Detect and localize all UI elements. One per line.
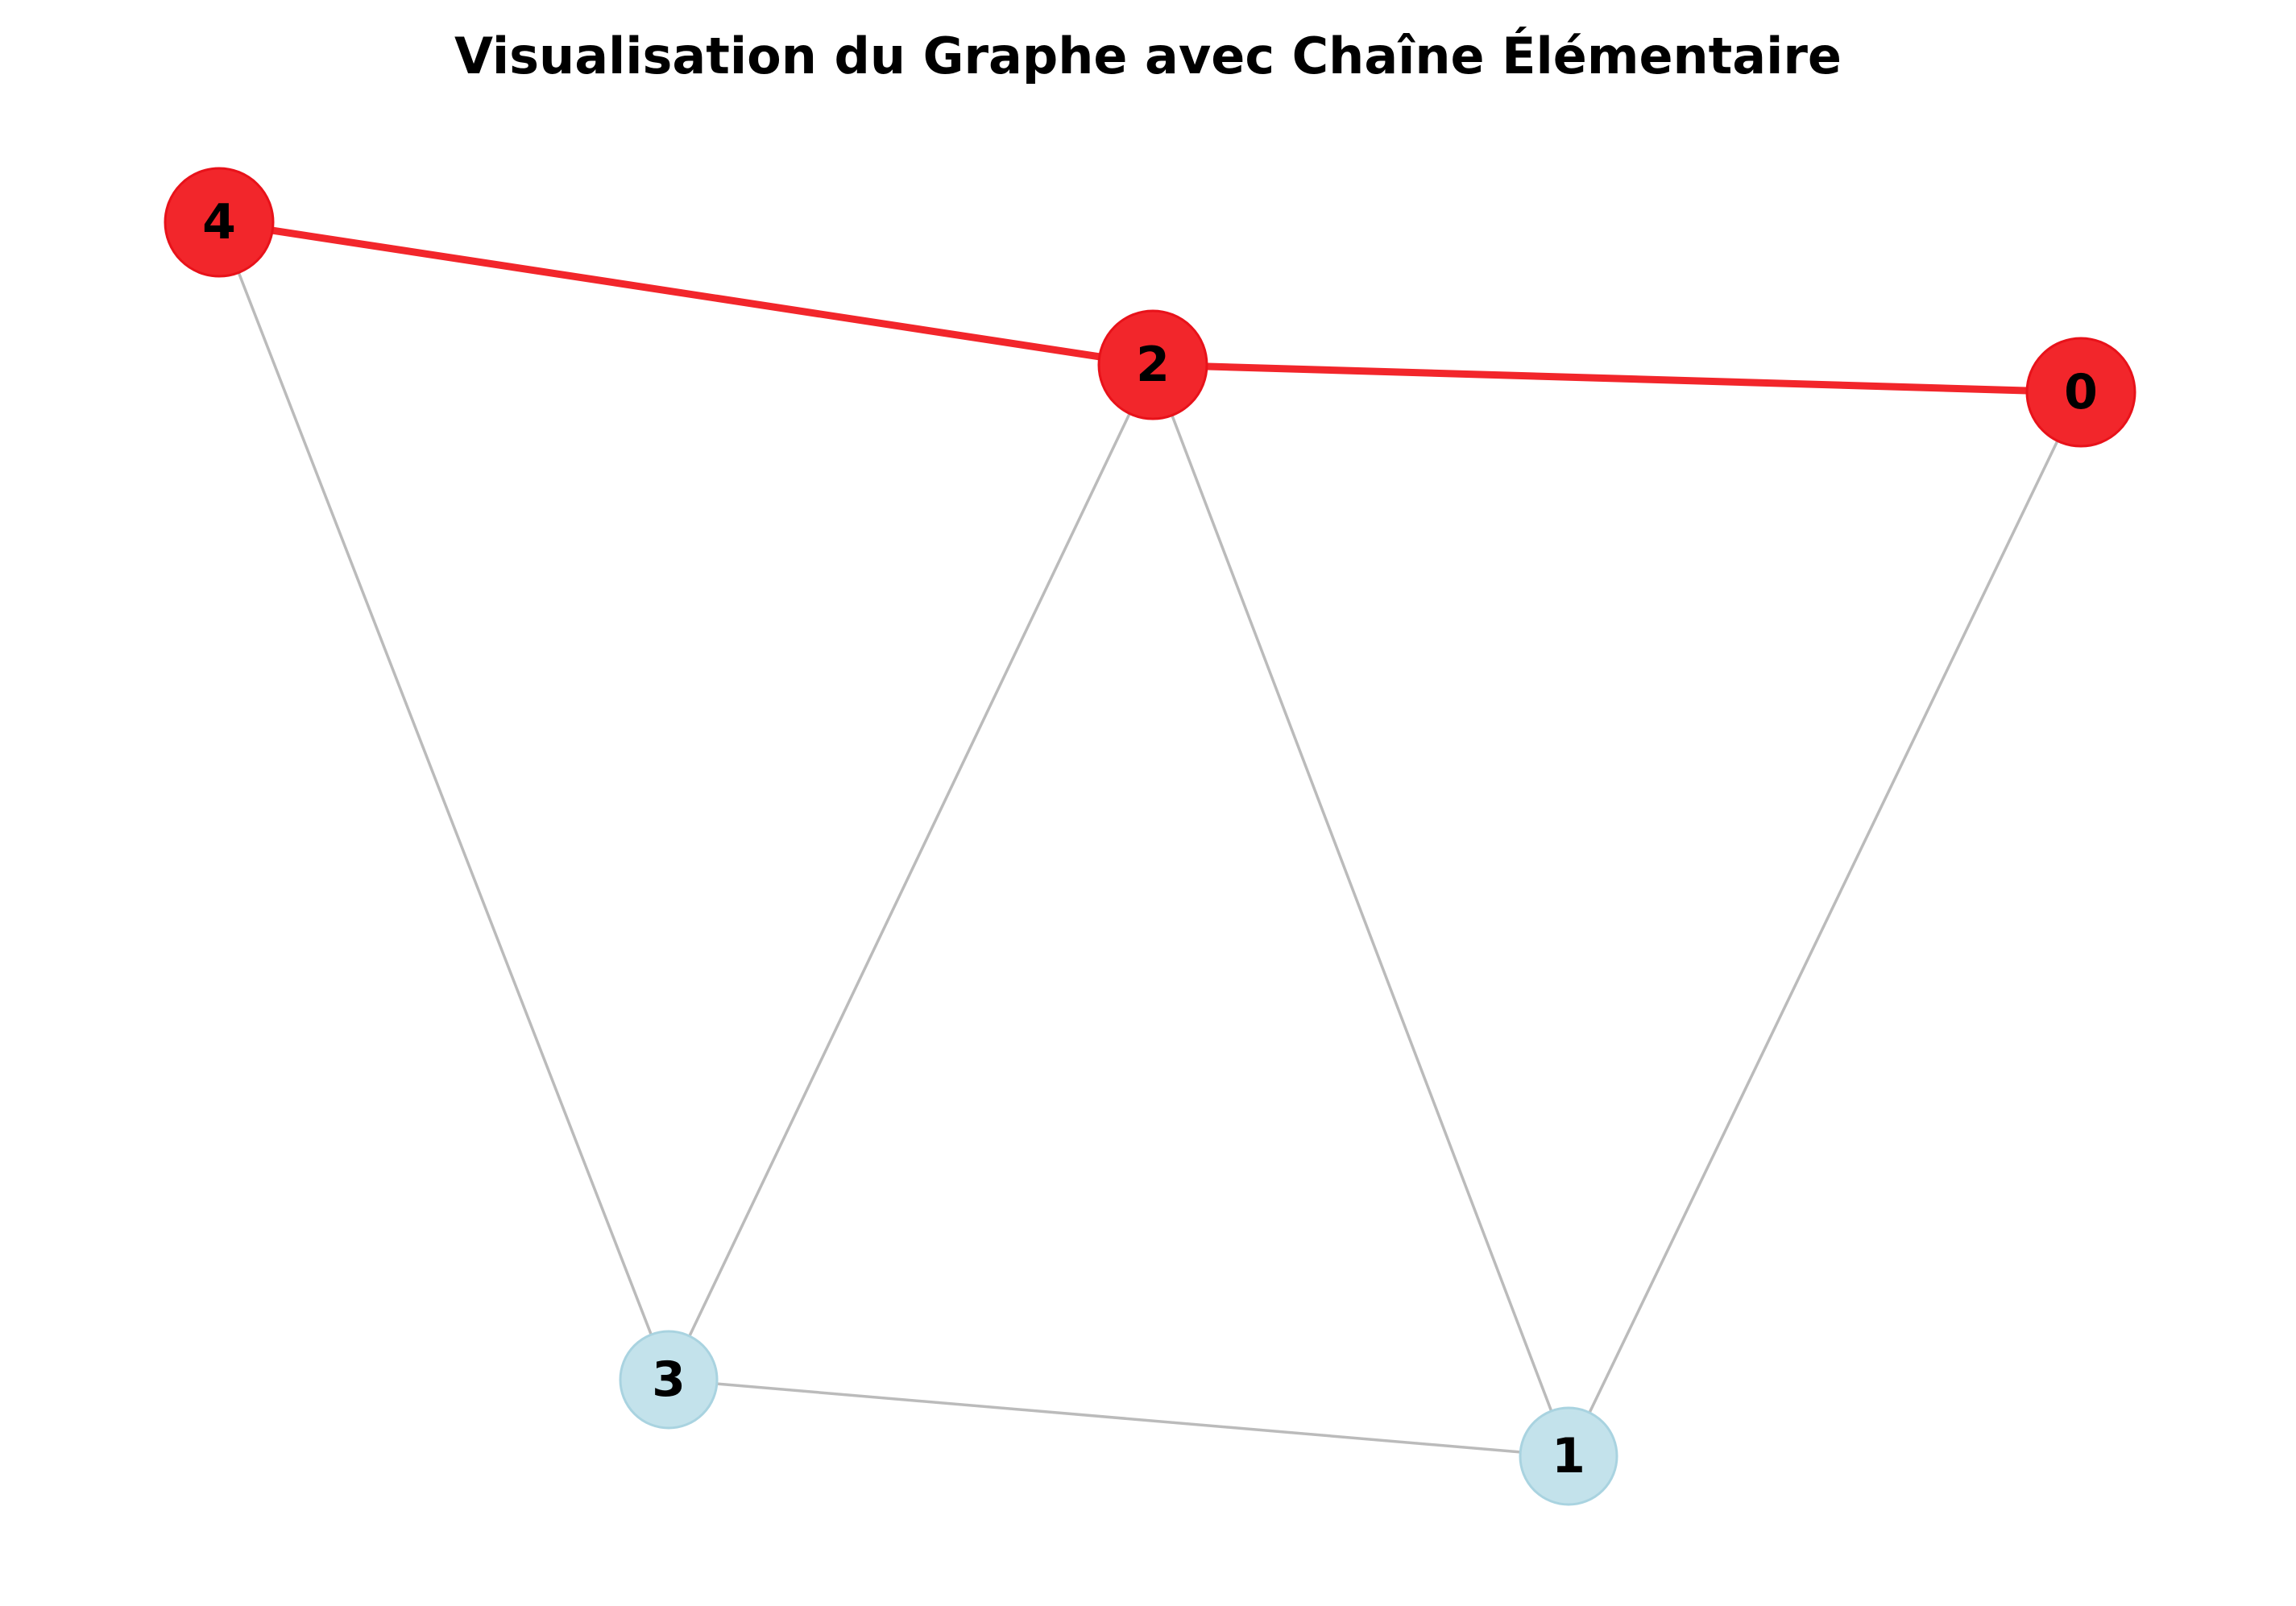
- node-0: 0: [2025, 337, 2136, 448]
- edge-2-0-path: [1149, 361, 2085, 396]
- nodes-layer: 0 1 2 3 4: [164, 167, 2136, 1506]
- node-3: 3: [619, 1330, 719, 1430]
- edges-layer: [215, 218, 2085, 1458]
- node-circle-4: [164, 167, 275, 278]
- node-4: 4: [164, 167, 275, 278]
- node-label-3: 3: [652, 1351, 686, 1408]
- edge-3-1: [667, 1378, 1570, 1458]
- node-circle-1: [1519, 1406, 1618, 1506]
- node-2: 2: [1097, 309, 1208, 420]
- node-circle-2: [1097, 309, 1208, 420]
- edge-0-1: [1567, 391, 2083, 1458]
- edge-2-3: [667, 363, 1154, 1381]
- edge-4-3: [218, 221, 670, 1381]
- edge-2-1: [1151, 363, 1570, 1458]
- edge-4-2-path: [215, 218, 1157, 369]
- node-label-0: 0: [2064, 364, 2098, 420]
- node-1: 1: [1519, 1406, 1618, 1506]
- node-label-4: 4: [202, 194, 236, 250]
- node-circle-0: [2025, 337, 2136, 448]
- node-circle-3: [619, 1330, 719, 1430]
- graph-title: Visualisation du Graphe avec Chaîne Élém…: [454, 27, 1842, 85]
- node-label-1: 1: [1552, 1428, 1585, 1484]
- node-label-2: 2: [1136, 337, 1170, 393]
